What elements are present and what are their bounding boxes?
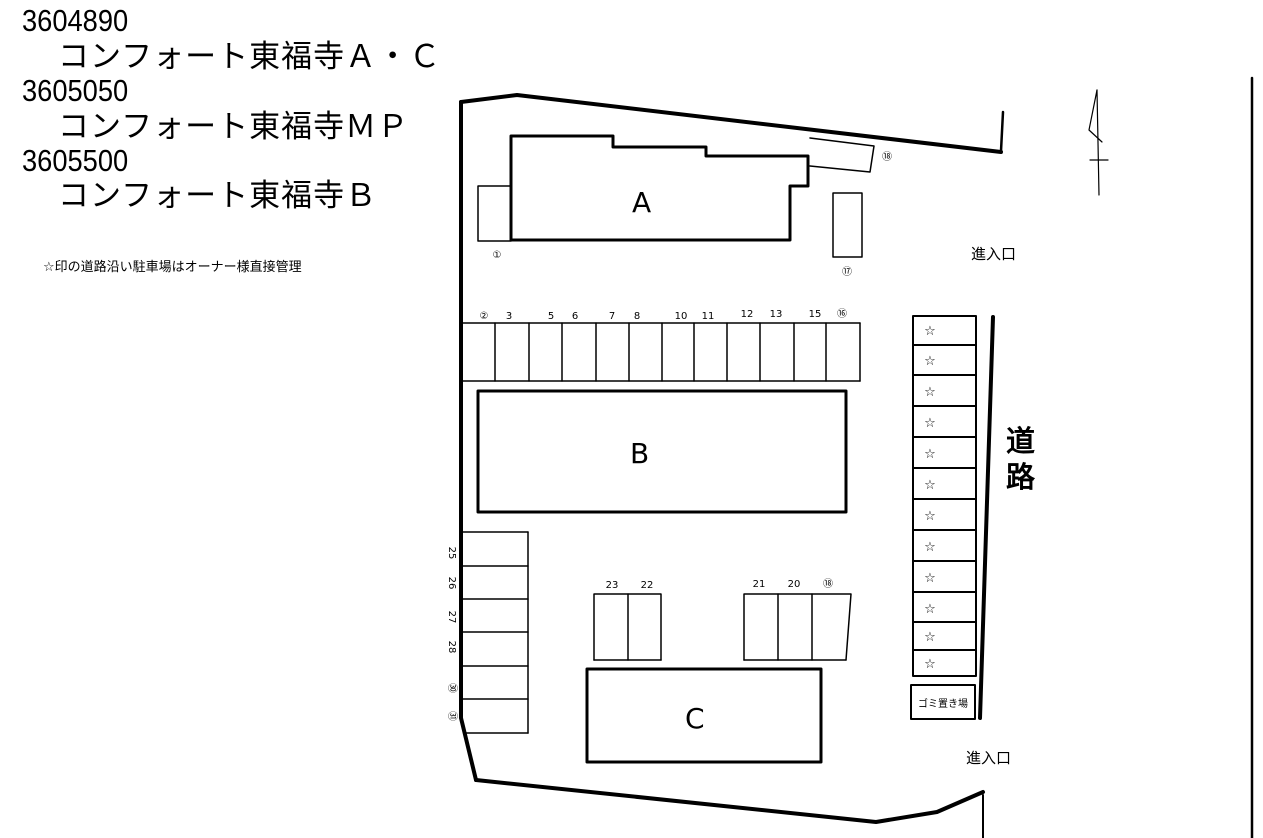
- building-c-label: C: [685, 702, 705, 735]
- parking-row-top: [460, 322, 861, 382]
- property-code-2: 3605050: [22, 73, 129, 108]
- space-label-5: 5: [548, 311, 554, 322]
- garbage-area-outline: [910, 684, 976, 720]
- star-marker: ☆: [924, 324, 936, 339]
- space-label-7: 7: [609, 311, 615, 322]
- entrance-label-bottom: 進入口: [966, 749, 1011, 767]
- space-label-20: 20: [788, 579, 801, 590]
- space-label-25: 25: [446, 547, 457, 560]
- space-label-22: 22: [641, 580, 654, 591]
- space-label-8: 8: [634, 311, 640, 322]
- star-marker: ☆: [924, 540, 936, 555]
- star-marker: ☆: [924, 657, 936, 672]
- garbage-area-label: ゴミ置き場: [918, 697, 968, 710]
- road-label-char-2: 路: [1006, 460, 1036, 494]
- space-label-30: ㉚: [446, 683, 458, 693]
- space-label-16: ⑯: [837, 308, 847, 320]
- space-label-17: ⑰: [842, 266, 852, 278]
- space-label-18-top: ⑱: [882, 151, 892, 163]
- space-label-21: 21: [753, 579, 766, 590]
- building-b-label: B: [630, 437, 649, 470]
- space-label-1: ①: [493, 250, 502, 261]
- north-arrow-icon: [1088, 89, 1109, 196]
- space-label-26: 26: [446, 577, 457, 590]
- road-label-char-1: 道: [1006, 424, 1035, 458]
- building-a-outline: [509, 134, 810, 242]
- space-label-27: 27: [446, 611, 457, 624]
- star-marker: ☆: [924, 416, 936, 431]
- bike-area-outline: [809, 137, 875, 173]
- space-label-11: 11: [702, 311, 715, 322]
- site-boundary-top: [459, 93, 1003, 154]
- star-marker: ☆: [924, 509, 936, 524]
- space-label-10: 10: [675, 311, 688, 322]
- space-label-23: 23: [606, 580, 619, 591]
- parking-column-star: [912, 315, 977, 677]
- building-b-outline: [476, 389, 848, 514]
- space-label-28: 28: [446, 641, 457, 654]
- space-label-2: ②: [480, 311, 489, 322]
- star-marker: ☆: [924, 354, 936, 369]
- star-marker: ☆: [924, 447, 936, 462]
- parking-column-left: [460, 531, 529, 734]
- parking-space-1: [477, 185, 512, 242]
- parking-space-17: [832, 192, 863, 258]
- space-label-15: 15: [809, 309, 822, 320]
- parking-group-22-23: [593, 593, 662, 661]
- property-name-3: コンフォート東福寺Ｂ: [58, 178, 378, 214]
- space-label-3: 3: [506, 311, 512, 322]
- property-code-3: 3605500: [22, 143, 129, 178]
- property-code-1: 3604890: [22, 3, 129, 38]
- site-boundary-top-right: [999, 110, 1005, 153]
- space-label-12: 12: [741, 309, 754, 320]
- site-boundary-left: [459, 100, 478, 782]
- star-marker: ☆: [924, 385, 936, 400]
- space-label-13: 13: [770, 309, 783, 320]
- space-label-6: 6: [572, 311, 578, 322]
- property-name-1: コンフォート東福寺Ａ・Ｃ: [58, 39, 442, 75]
- road-curb: [978, 315, 995, 720]
- parking-group-18-21: [743, 593, 852, 661]
- building-a-label: A: [632, 186, 651, 219]
- space-label-18-c: ⑱: [823, 578, 833, 590]
- star-marker: ☆: [924, 602, 936, 617]
- management-note: ☆印の道路沿い駐車場はオーナー様直接管理: [43, 260, 302, 275]
- building-c-outline: [585, 667, 823, 764]
- property-name-2: コンフォート東福寺ＭＰ: [58, 109, 410, 145]
- space-label-31: ㉛: [446, 711, 458, 721]
- star-marker: ☆: [924, 571, 936, 586]
- entrance-label-top: 進入口: [971, 245, 1016, 263]
- star-marker: ☆: [924, 478, 936, 493]
- site-boundary-bottom: [474, 778, 985, 824]
- star-marker: ☆: [924, 630, 936, 645]
